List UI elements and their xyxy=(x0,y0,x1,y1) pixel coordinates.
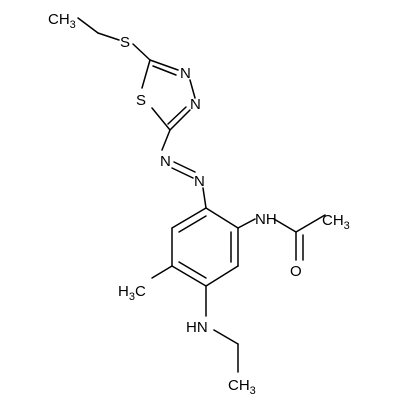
bond-ch3-ch2-top xyxy=(77,17,99,34)
bond-ring-methyl xyxy=(151,265,173,279)
bond-nh-carbonyl xyxy=(273,218,297,233)
bond-ring-top-right xyxy=(205,207,239,229)
bond-azo-n-n-double xyxy=(171,167,194,179)
label-ch3-ethyl-bottom: CH3 xyxy=(228,377,256,397)
bond-c5-n4-double xyxy=(152,65,177,76)
label-n-azo-lower: N xyxy=(194,173,205,190)
label-ch3-ethyl-top: CH3 xyxy=(48,11,76,31)
bond-n3-c2-double xyxy=(167,106,187,125)
label-nh-amide: NH xyxy=(255,211,277,228)
bond-n4-n3 xyxy=(189,79,196,99)
bond-s-c5-thiadiazole xyxy=(132,43,151,61)
bond-ring-bottom-left xyxy=(171,265,207,287)
bond-ring-top-left xyxy=(171,207,207,229)
label-ch3-acetyl: CH3 xyxy=(322,212,350,232)
label-n-ring-top: N xyxy=(180,65,191,82)
label-o-carbonyl: O xyxy=(290,263,302,280)
bond-aryl-nh xyxy=(237,218,256,229)
bond-azo-n-n xyxy=(173,161,196,173)
bonds xyxy=(77,17,326,373)
bond-n-azo-aryl xyxy=(202,187,207,209)
label-hn-ethylamino: HN xyxy=(186,319,208,336)
bond-ch2-s-top xyxy=(97,32,120,41)
bond-c5-n4 xyxy=(149,59,179,71)
bond-c2-s1 xyxy=(151,107,171,131)
bond-hn-ch2 xyxy=(213,329,239,345)
bond-ring-bottom-left-inner xyxy=(178,261,207,279)
bond-s1-c5 xyxy=(141,59,151,89)
bond-carbonyl-ch3 xyxy=(295,214,326,233)
label-s-thioether: S xyxy=(120,34,130,51)
bond-ring-top-left-inner xyxy=(178,215,207,233)
bond-n3-c2 xyxy=(169,109,191,131)
label-s-ring: S xyxy=(136,92,146,109)
bond-ring-bottom-right xyxy=(205,265,239,287)
label-n-ring-bottom: N xyxy=(190,96,201,113)
label-n-azo-upper: N xyxy=(160,153,171,170)
label-ch3-aryl: H3C xyxy=(118,283,146,303)
bond-c2-n-azo xyxy=(161,129,171,151)
atom-labels: CH3 S N N S N N NH CH3 O H3C HN CH3 xyxy=(48,11,350,397)
